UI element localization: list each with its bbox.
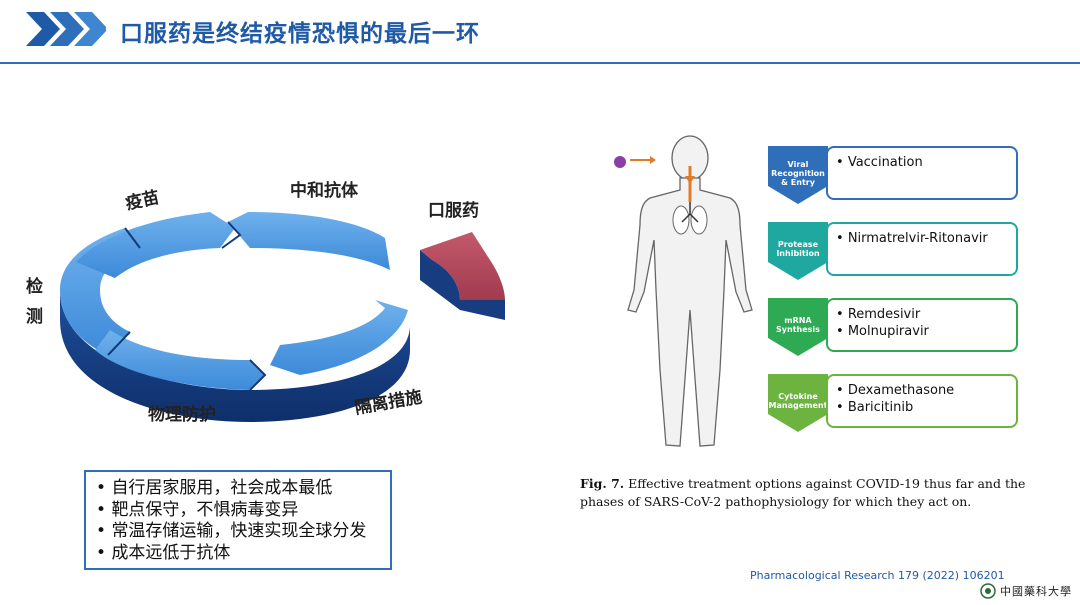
stage-item: Molnupiravir bbox=[836, 323, 1008, 340]
prevention-cycle-diagram bbox=[60, 212, 505, 422]
list-item: 常温存储运输，快速实现全球分发 bbox=[96, 521, 380, 543]
list-item: 自行居家服用，社会成本最低 bbox=[96, 478, 380, 500]
advantages-box: 自行居家服用，社会成本最低 靶点保守，不惧病毒变异 常温存储运输，快速实现全球分… bbox=[84, 470, 392, 570]
label-physical: 物理防护 bbox=[148, 405, 216, 425]
stage-box-3: Dexamethasone Baricitinib bbox=[826, 374, 1018, 428]
stage-item: Remdesivir bbox=[836, 306, 1008, 323]
stage-box-0: Vaccination bbox=[826, 146, 1018, 200]
segment-isolation bbox=[270, 300, 408, 375]
title-bar: 口服药是终结疫情恐惧的最后一环 bbox=[0, 0, 1080, 64]
list-item: 靶点保守，不惧病毒变异 bbox=[96, 500, 380, 522]
stage-chevron-0 bbox=[768, 146, 828, 204]
caption-text: Effective treatment options against COVI… bbox=[580, 476, 1026, 509]
label-antibody: 中和抗体 bbox=[290, 181, 358, 201]
university-seal-icon bbox=[980, 583, 996, 599]
treatment-figure: Viral Recognition & Entry Vaccination Pr… bbox=[610, 130, 1050, 460]
human-body-illustration bbox=[614, 135, 753, 447]
stage-item: Dexamethasone bbox=[836, 382, 1008, 399]
stage-tag-2: mRNA Synthesis bbox=[776, 316, 820, 334]
stage-row-1: Protease Inhibition Nirmatrelvir-Ritonav… bbox=[768, 222, 1020, 280]
title-divider bbox=[0, 62, 1080, 64]
citation: Pharmacological Research 179 (2022) 1062… bbox=[750, 569, 1005, 582]
stage-item: Vaccination bbox=[836, 154, 1008, 171]
list-item: 成本远低于抗体 bbox=[96, 543, 380, 565]
stage-tag-1: Protease Inhibition bbox=[776, 240, 820, 258]
stage-box-2: Remdesivir Molnupiravir bbox=[826, 298, 1018, 352]
label-oral: 口服药 bbox=[428, 201, 479, 221]
figure-caption: Fig. 7. Effective treatment options agai… bbox=[580, 475, 1060, 511]
segment-vaccine bbox=[76, 212, 235, 278]
ring-side bbox=[60, 290, 410, 422]
page-title: 口服药是终结疫情恐惧的最后一环 bbox=[120, 21, 480, 47]
virus-icon bbox=[614, 156, 626, 168]
stage-item: Nirmatrelvir-Ritonavir bbox=[836, 230, 1008, 247]
stage-row-3: Cytokine Management Dexamethasone Barici… bbox=[768, 374, 1020, 432]
label-detection: 检 测 bbox=[26, 277, 43, 327]
segment-oral bbox=[420, 232, 505, 300]
stage-tag-0: Viral Recognition & Entry bbox=[771, 160, 825, 187]
stage-chevron-1 bbox=[768, 222, 828, 280]
chevrons-icon bbox=[26, 12, 106, 46]
university-name: 中國藥科大學 bbox=[1000, 585, 1072, 598]
advantages-list: 自行居家服用，社会成本最低 靶点保守，不惧病毒变异 常温存储运输，快速实现全球分… bbox=[96, 478, 380, 564]
stage-item: Baricitinib bbox=[836, 399, 1008, 416]
stage-row-2: mRNA Synthesis Remdesivir Molnupiravir bbox=[768, 298, 1020, 356]
stage-row-0: Viral Recognition & Entry Vaccination bbox=[768, 146, 1020, 204]
segment-physical bbox=[95, 330, 265, 390]
stage-chevron-2 bbox=[768, 298, 828, 356]
stage-box-1: Nirmatrelvir-Ritonavir bbox=[826, 222, 1018, 276]
stage-chevron-3 bbox=[768, 374, 828, 432]
caption-label: Fig. 7. bbox=[580, 476, 625, 491]
segment-antibody bbox=[228, 212, 390, 270]
stage-tag-3: Cytokine Management bbox=[768, 392, 828, 410]
